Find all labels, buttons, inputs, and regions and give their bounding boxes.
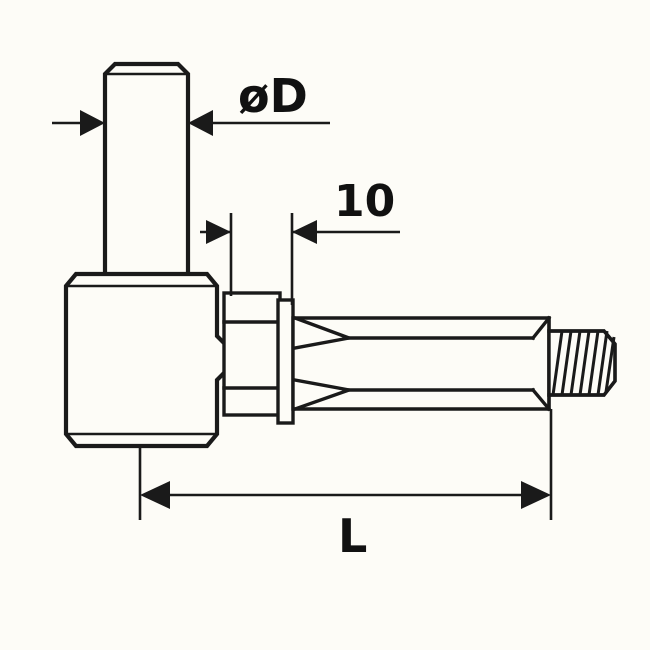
hex-nut-group: [222, 291, 282, 417]
ten-dimension-label: 10: [334, 176, 395, 227]
length-arrow-left: [140, 481, 170, 509]
hex-shank-end-chamfer-lower: [530, 387, 552, 412]
body-outline: [63, 271, 228, 449]
ten-arrow-left: [206, 220, 231, 244]
length-dimension-label: L: [338, 509, 367, 563]
threaded-end-outline-overlay: [547, 329, 617, 397]
hex-shank-group: [291, 315, 552, 412]
washer-group: [276, 298, 295, 425]
length-arrow-right: [521, 481, 551, 509]
diameter-dimension-label: øD: [238, 69, 308, 123]
diameter-arrow-left: [80, 110, 105, 136]
washer-outline: [276, 298, 295, 425]
vertical-pin-group: [102, 61, 191, 281]
dimension-length: L: [140, 409, 553, 563]
body-group: [63, 271, 228, 520]
hex-nut-outline: [222, 291, 282, 417]
dimension-diameter: øD: [52, 69, 330, 136]
dimension-ten: 10: [200, 176, 400, 305]
thread-hatching: [551, 330, 616, 396]
diameter-arrow-right: [188, 110, 213, 136]
threaded-end-group: [547, 329, 617, 397]
vertical-pin-outline: [102, 61, 191, 281]
hex-shank-end-chamfer-upper: [530, 315, 552, 341]
